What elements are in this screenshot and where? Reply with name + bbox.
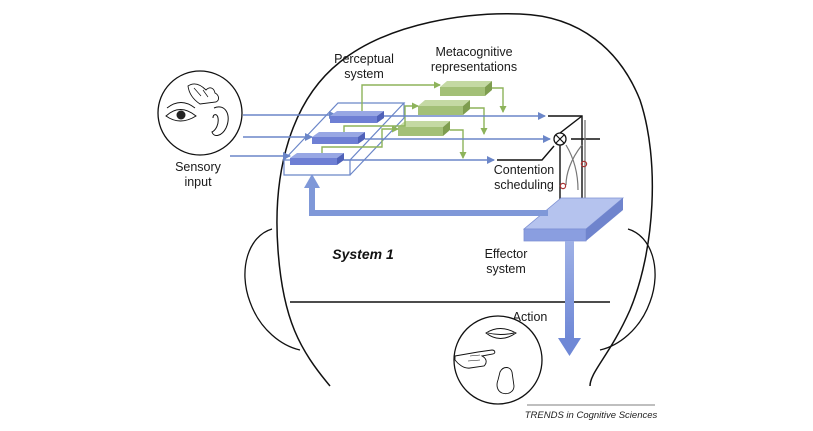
metacognitive-arrows [321, 81, 507, 159]
metacognitive-block-bottom [398, 121, 450, 136]
foot-icon [496, 367, 515, 395]
effector-system-block [522, 197, 625, 242]
right-ear-outline [599, 228, 656, 351]
sensory-input-arrows [230, 111, 337, 160]
contention-label-line1: Contention [494, 163, 555, 177]
ear-icon [211, 106, 229, 136]
perceptual-layer-middle [312, 132, 365, 144]
eye-icon [165, 102, 197, 122]
hand-icon [187, 83, 219, 105]
perceptual-layer-top [330, 111, 384, 123]
perceptual-label-line1: Perceptual [334, 52, 394, 66]
effector-label-line2: system [486, 262, 526, 276]
sensory-label-line2: input [184, 175, 212, 189]
metacognitive-block-middle [418, 100, 470, 115]
action-arrow [558, 241, 581, 356]
effector-label-line1: Effector [485, 247, 528, 261]
summation-node [553, 132, 567, 146]
action-label: Action [513, 310, 548, 324]
head-outline [276, 13, 654, 387]
sensory-icons-circle [157, 70, 243, 156]
contention-label-line2: scheduling [494, 178, 554, 192]
journal-credit: TRENDS in Cognitive Sciences [525, 410, 658, 421]
pointing-hand-icon [454, 349, 496, 369]
mouth-icon [485, 328, 517, 339]
feedback-arrow [304, 174, 548, 216]
inhibition-dot-1 [580, 160, 588, 168]
action-icons-circle [453, 315, 543, 405]
system1-label: System 1 [332, 246, 394, 262]
left-ear-outline [244, 228, 301, 351]
sensory-label-line1: Sensory [175, 160, 222, 174]
metacognitive-label-line1: Metacognitive [435, 45, 512, 59]
inhibition-dot-2 [559, 182, 567, 190]
perceptual-label-line2: system [344, 67, 384, 81]
metacognitive-block-top [440, 81, 492, 96]
metacognitive-label-line2: representations [431, 60, 517, 74]
perceptual-output-arrows [344, 112, 551, 164]
perceptual-layer-bottom [290, 153, 344, 165]
